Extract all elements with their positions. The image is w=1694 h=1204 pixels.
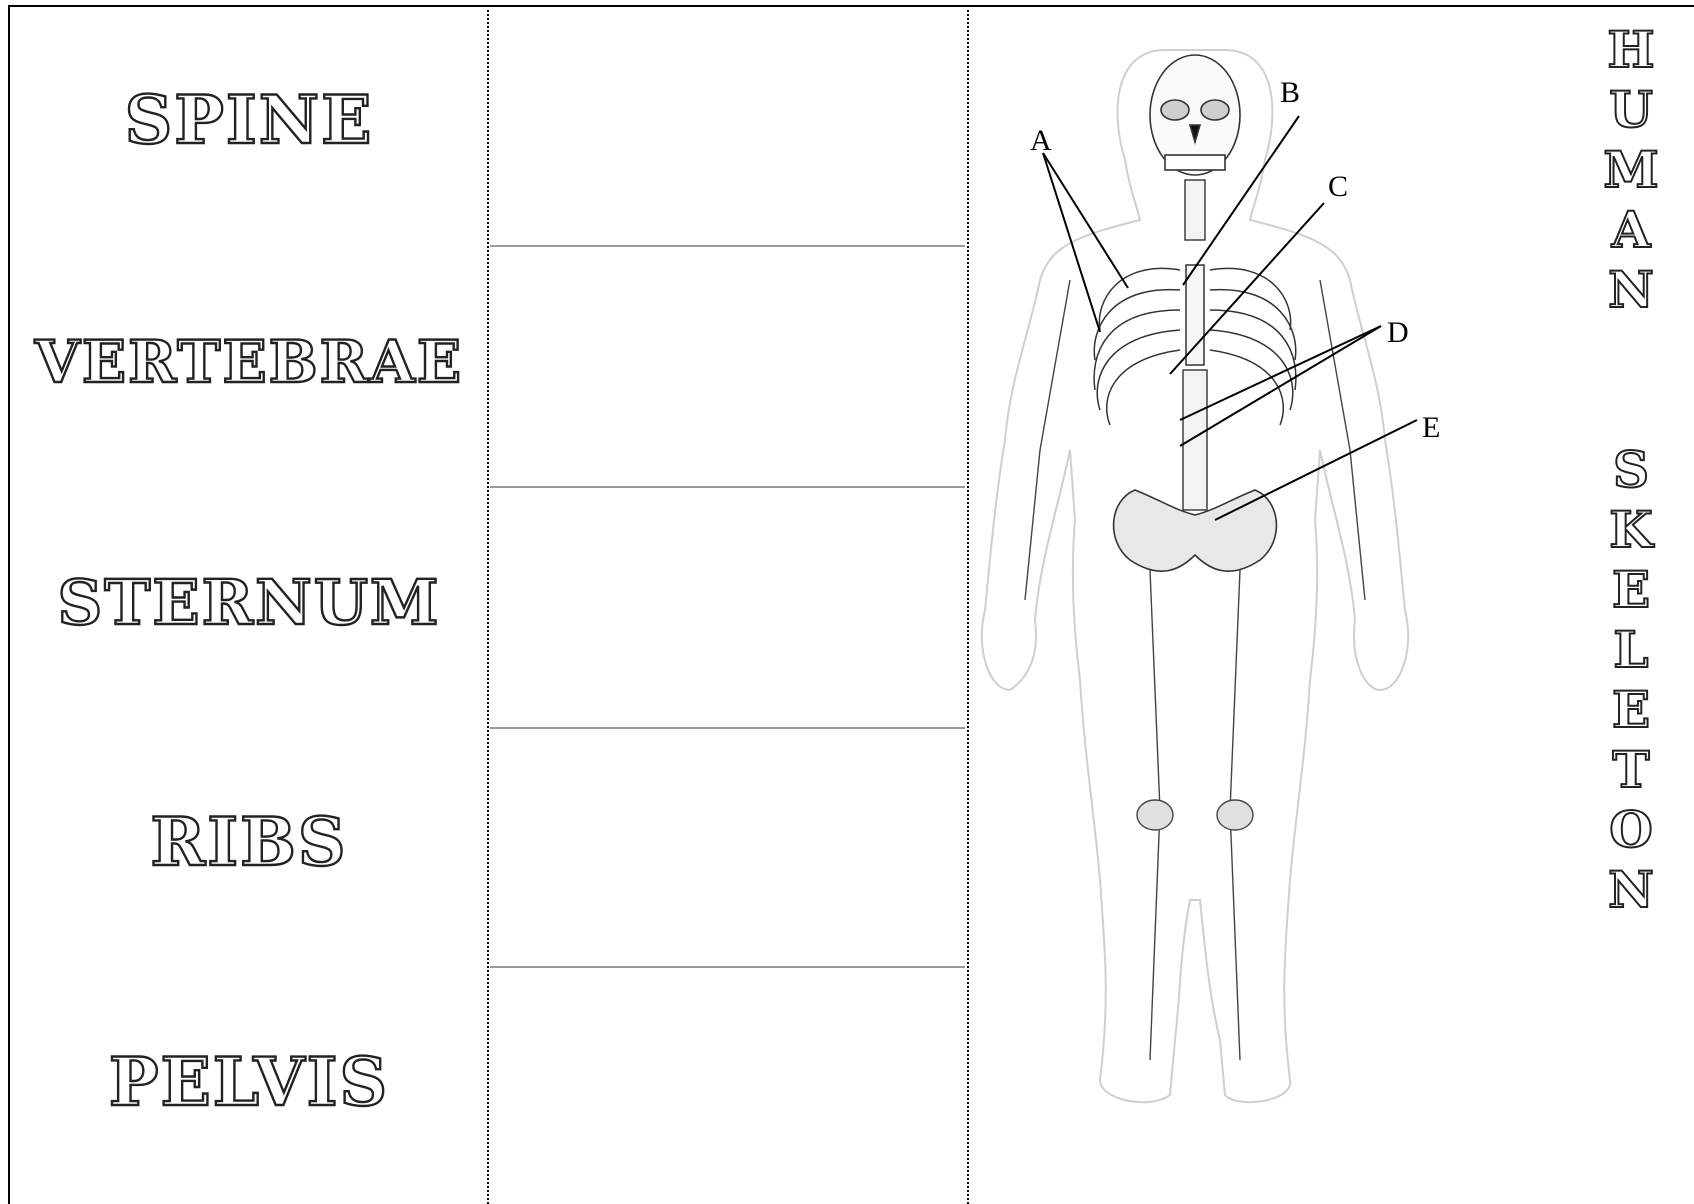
skull	[1150, 55, 1240, 175]
diagram-label-c: C	[1328, 170, 1348, 203]
diagram-label-e: E	[1422, 411, 1440, 444]
title-letter: L	[1613, 620, 1648, 680]
title-letter: O	[1609, 800, 1653, 860]
term-sternum: STERNUM	[10, 542, 488, 662]
title-letter: K	[1609, 500, 1652, 560]
diagram-label-d: D	[1387, 316, 1409, 349]
diagram-label-a: A	[1030, 124, 1052, 157]
diagram-label-b: B	[1280, 76, 1300, 109]
title-letter: E	[1612, 560, 1650, 620]
title-letter: N	[1608, 860, 1654, 920]
answer-cell-3[interactable]	[490, 488, 965, 726]
term-label: STERNUM	[57, 566, 440, 639]
term-spine: SPINE	[10, 60, 488, 180]
title-letter: A	[1612, 200, 1651, 260]
term-label: VERTEBRAE	[35, 328, 463, 396]
answer-cell-4[interactable]	[490, 729, 965, 967]
answer-cell-5[interactable]	[490, 968, 965, 1198]
term-label: SPINE	[125, 81, 374, 159]
vertical-title: H U M A N S K E L E T O N	[1596, 20, 1666, 1150]
answer-cell-2[interactable]	[490, 247, 965, 485]
term-ribs: RIBS	[10, 782, 488, 902]
title-letter: S	[1613, 440, 1649, 500]
title-letter: T	[1612, 740, 1649, 800]
answer-cell-1[interactable]	[490, 7, 965, 245]
term-vertebrae: VERTEBRAE	[10, 302, 488, 422]
term-pelvis: PELVIS	[10, 1022, 488, 1142]
term-label: PELVIS	[109, 1043, 389, 1121]
title-letter: U	[1609, 80, 1653, 140]
title-letter: H	[1607, 20, 1654, 80]
skeleton-diagram: A B C D E	[970, 30, 1470, 1130]
title-letter: M	[1603, 140, 1658, 200]
term-label: RIBS	[150, 803, 347, 881]
title-letter: E	[1612, 680, 1650, 740]
column-divider-right	[967, 5, 969, 1204]
title-letter: N	[1608, 260, 1654, 320]
